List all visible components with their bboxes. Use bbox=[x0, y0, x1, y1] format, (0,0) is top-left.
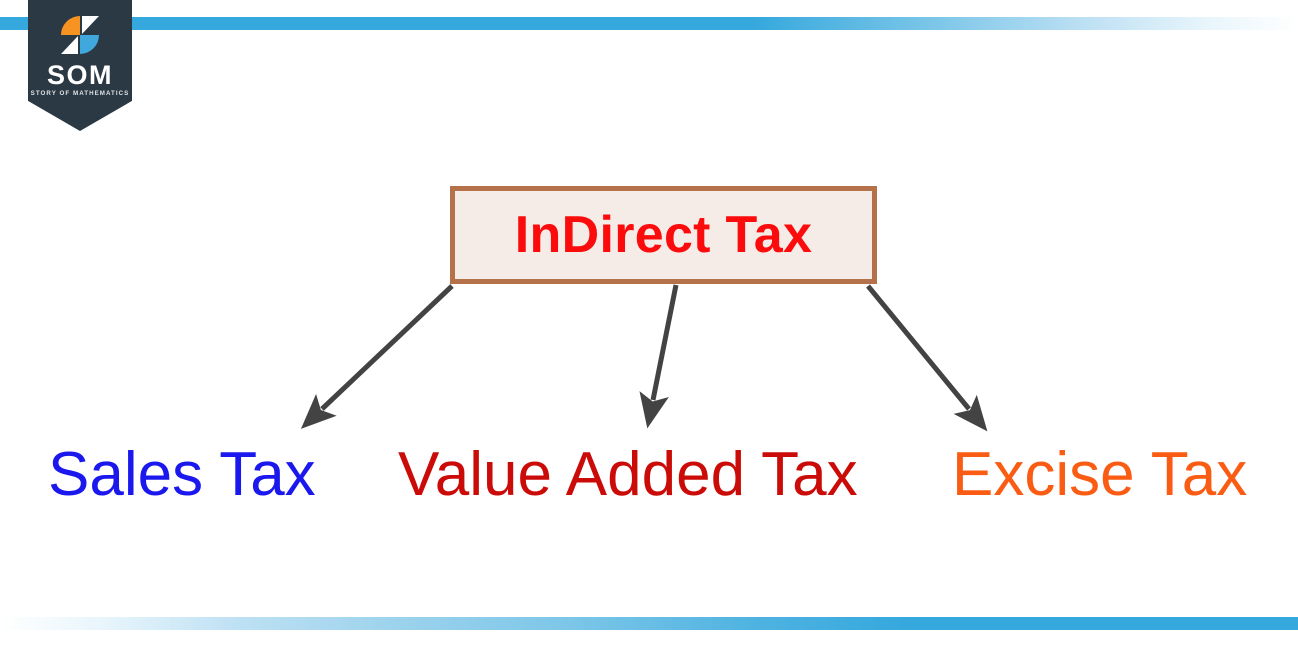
top-gradient-rule bbox=[0, 17, 1298, 30]
leaf-node-excise-tax: Excise Tax bbox=[952, 440, 1248, 509]
som-logo-mark-icon bbox=[59, 14, 101, 56]
som-logo-banner: SOM STORY OF MATHEMATICS bbox=[28, 0, 132, 131]
som-tagline: STORY OF MATHEMATICS bbox=[30, 90, 130, 97]
arrow-to-sales-tax bbox=[300, 284, 454, 429]
root-node-indirect-tax: InDirect Tax bbox=[450, 186, 877, 284]
root-node-label: InDirect Tax bbox=[514, 206, 813, 264]
som-wordmark: SOM bbox=[46, 60, 113, 90]
bottom-gradient-rule bbox=[0, 617, 1298, 630]
arrow-to-value-added-tax bbox=[639, 284, 679, 429]
leaf-node-value-added-tax: Value Added Tax bbox=[398, 440, 858, 509]
arrow-to-excise-tax bbox=[866, 284, 988, 432]
leaf-node-sales-tax: Sales Tax bbox=[48, 440, 316, 509]
